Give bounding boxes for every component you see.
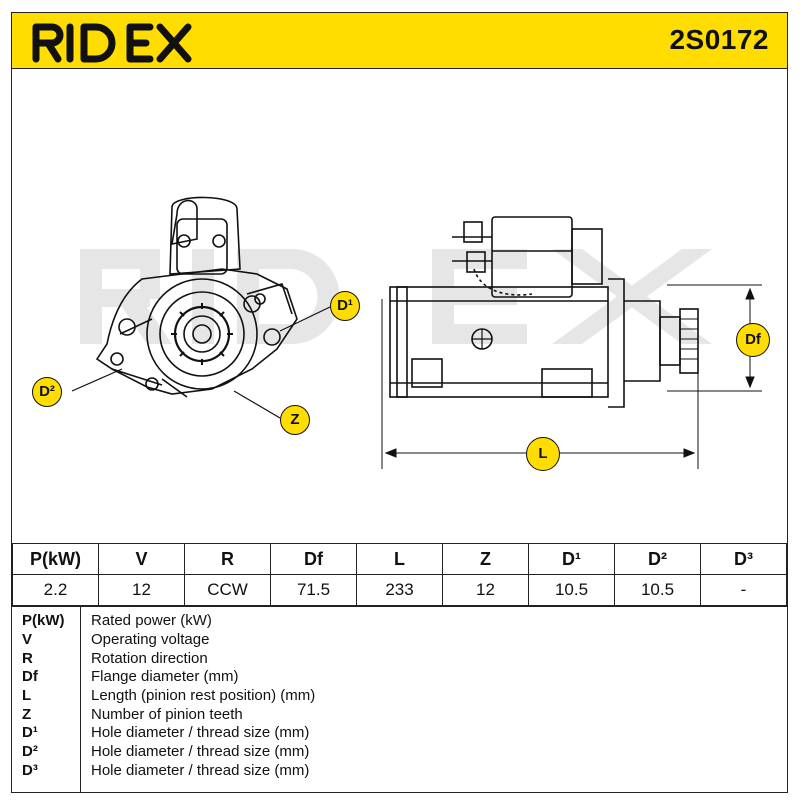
spec-value-d1: 10.5 <box>528 574 615 606</box>
legend-row-voltage: V Operating voltage <box>12 631 787 650</box>
legend-key: D² <box>22 743 38 760</box>
spec-header-rotation: R <box>184 543 271 575</box>
spec-value-teeth: 12 <box>442 574 529 606</box>
legend-desc: Number of pinion teeth <box>91 706 243 723</box>
legend-desc: Hole diameter / thread size (mm) <box>91 724 310 741</box>
legend-desc: Rated power (kW) <box>91 612 212 629</box>
legend-key: D³ <box>22 762 38 779</box>
legend-desc: Hole diameter / thread size (mm) <box>91 743 310 760</box>
legend-key: Df <box>22 668 38 685</box>
spec-header-voltage: V <box>98 543 185 575</box>
part-number: 2S0172 <box>669 24 769 55</box>
spec-header-length: L <box>356 543 443 575</box>
side-view <box>389 216 699 408</box>
spec-table-value-row: 2.2 12 CCW 71.5 233 12 10.5 10.5 - <box>12 574 787 606</box>
callout-leaders-front <box>71 306 331 419</box>
spec-header-d3: D³ <box>700 543 787 575</box>
legend: P(kW) Rated power (kW) V Operating volta… <box>12 606 787 793</box>
spec-value-rotation: CCW <box>184 574 271 606</box>
spec-header-teeth: Z <box>442 543 529 575</box>
legend-key: P(kW) <box>22 612 65 629</box>
spec-header-d1: D¹ <box>528 543 615 575</box>
product-sheet: 2S0172 <box>11 12 788 793</box>
legend-key: V <box>22 631 33 648</box>
legend-row-power: P(kW) Rated power (kW) <box>12 612 787 631</box>
legend-key: L <box>22 687 32 704</box>
spec-value-d3: - <box>700 574 787 606</box>
spec-value-flange: 71.5 <box>270 574 357 606</box>
spec-table: P(kW) V R Df L Z D¹ D² D³ 2.2 12 CCW 71.… <box>12 543 787 606</box>
spec-value-power: 2.2 <box>12 574 99 606</box>
legend-divider <box>80 607 81 793</box>
ridex-logo <box>32 23 192 63</box>
callout-d2: D² <box>32 377 62 407</box>
legend-row-d3: D³ Hole diameter / thread size (mm) <box>12 762 787 781</box>
technical-drawing: D¹ D² Z Df L <box>12 69 787 543</box>
spec-table-header-row: P(kW) V R Df L Z D¹ D² D³ <box>12 543 787 575</box>
header-bar: 2S0172 <box>12 13 787 69</box>
legend-desc: Hole diameter / thread size (mm) <box>91 762 310 779</box>
spec-header-power: P(kW) <box>12 543 99 575</box>
spec-value-length: 233 <box>356 574 443 606</box>
legend-key: D¹ <box>22 724 38 741</box>
callout-d1: D¹ <box>330 291 360 321</box>
legend-row-teeth: Z Number of pinion teeth <box>12 706 787 725</box>
legend-desc: Operating voltage <box>91 631 210 648</box>
legend-row-d1: D¹ Hole diameter / thread size (mm) <box>12 724 787 743</box>
legend-desc: Rotation direction <box>91 650 208 667</box>
starter-motor-drawing <box>71 196 762 469</box>
callout-z: Z <box>280 405 310 435</box>
spec-header-d2: D² <box>614 543 701 575</box>
legend-row-d2: D² Hole diameter / thread size (mm) <box>12 743 787 762</box>
front-view <box>95 196 298 398</box>
spec-header-flange: Df <box>270 543 357 575</box>
legend-row-length: L Length (pinion rest position) (mm) <box>12 687 787 706</box>
legend-key: Z <box>22 706 32 723</box>
legend-key: R <box>22 650 33 667</box>
legend-row-flange: Df Flange diameter (mm) <box>12 668 787 687</box>
legend-desc: Flange diameter (mm) <box>91 668 239 685</box>
spec-value-d2: 10.5 <box>614 574 701 606</box>
legend-row-rotation: R Rotation direction <box>12 650 787 669</box>
callout-df: Df <box>736 323 770 357</box>
dimension-lines <box>381 284 762 469</box>
legend-desc: Length (pinion rest position) (mm) <box>91 687 316 704</box>
spec-value-voltage: 12 <box>98 574 185 606</box>
callout-l: L <box>526 437 560 471</box>
